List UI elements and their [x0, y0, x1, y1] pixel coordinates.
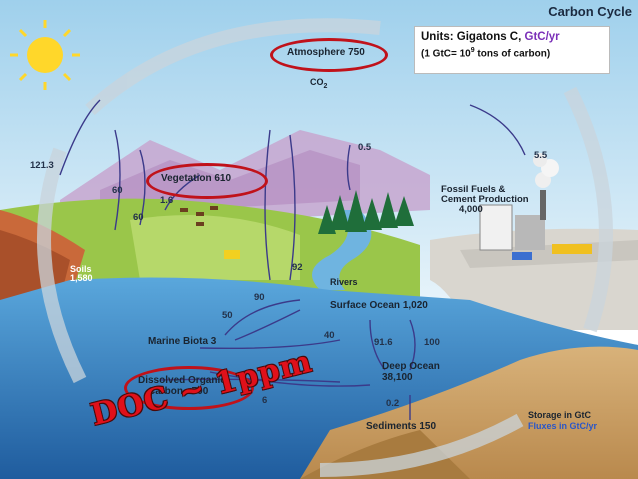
flux-60-b: 60 [133, 212, 144, 223]
units-line: Units: Gigatons C, GtC/yr [421, 31, 603, 43]
units-box: Units: Gigatons C, GtC/yr (1 GtC= 109 to… [414, 26, 610, 74]
forest [318, 190, 414, 234]
factory-icon [479, 153, 592, 260]
flux-6: 6 [262, 395, 268, 406]
sediments-label: Sediments 150 [366, 421, 437, 432]
flux-92: 92 [292, 262, 303, 273]
rivers-label: Rivers [330, 277, 358, 287]
flux-unit-label: GtC/yr [524, 31, 560, 43]
co2-label: CO2 [310, 77, 328, 90]
flux-121-3: 121.3 [30, 160, 54, 171]
flux-60-a: 60 [112, 185, 123, 196]
flux-5-5: 5.5 [534, 150, 548, 161]
legend-fluxes: Fluxes in GtC/yr [528, 421, 598, 432]
flux-0-5: 0.5 [358, 142, 372, 153]
tractor-icon [224, 250, 240, 259]
farm-animals [180, 206, 218, 226]
flux-0-2: 0.2 [386, 398, 400, 409]
legend-storage: Storage in GtC [528, 410, 592, 420]
flux-100: 100 [424, 337, 440, 348]
legend: Storage in GtC Fluxes in GtC/yr [528, 410, 597, 433]
sun-icon [10, 20, 80, 90]
marine-biota-label: Marine Biota 3 [148, 336, 217, 347]
flux-4: 4 [262, 366, 268, 377]
diagram-title: Carbon Cycle [548, 4, 632, 19]
units-note: (1 GtC= 109 tons of carbon) [421, 47, 551, 60]
vegetation-highlight-ring [146, 163, 268, 199]
flux-50: 50 [222, 310, 233, 321]
units-prefix: Units: Gigatons C, [421, 31, 522, 43]
flux-90: 90 [254, 292, 265, 303]
flux-arrows [59, 99, 526, 420]
doc-highlight-ring [124, 366, 254, 410]
surface-ocean-label: Surface Ocean 1,020 [330, 300, 428, 311]
flux-91-6: 91.6 [374, 337, 393, 348]
flux-40: 40 [324, 330, 335, 341]
flux-1-6: 1.6 [160, 195, 174, 206]
cycle-arrows [37, 18, 613, 477]
atmosphere-highlight-ring [270, 38, 388, 72]
